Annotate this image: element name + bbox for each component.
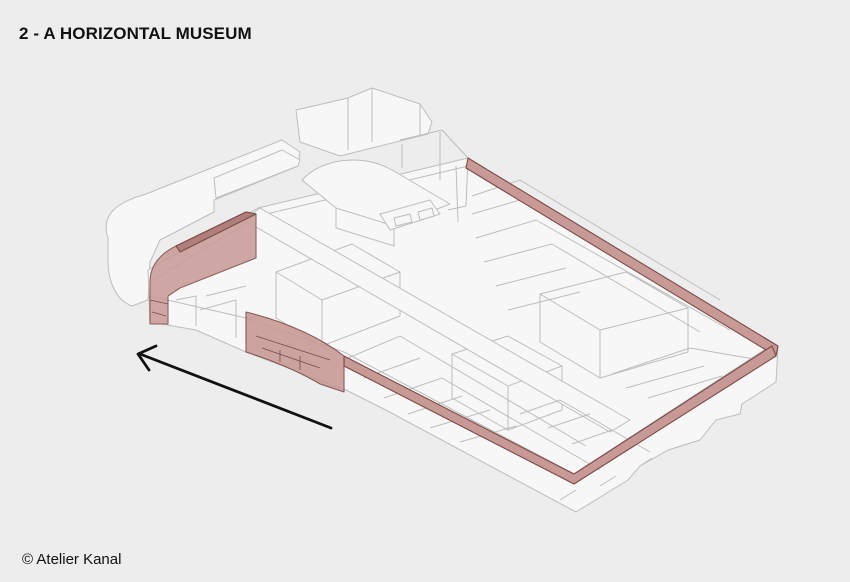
circulation-arrow	[136, 344, 333, 430]
copyright-credit: © Atelier Kanal	[22, 551, 122, 568]
volume-block-south	[451, 335, 563, 431]
entrance-glazing	[149, 299, 331, 370]
highlighted-perimeter	[149, 157, 779, 485]
volume-block-east	[539, 271, 689, 379]
building-base	[105, 87, 779, 513]
upper-volume-tower	[295, 87, 433, 157]
volume-block-west	[275, 243, 401, 347]
diagram-title: 2 - A HORIZONTAL MUSEUM	[19, 24, 252, 43]
arrow-left-up-icon	[136, 344, 158, 372]
highlight-front-facade	[245, 311, 345, 393]
